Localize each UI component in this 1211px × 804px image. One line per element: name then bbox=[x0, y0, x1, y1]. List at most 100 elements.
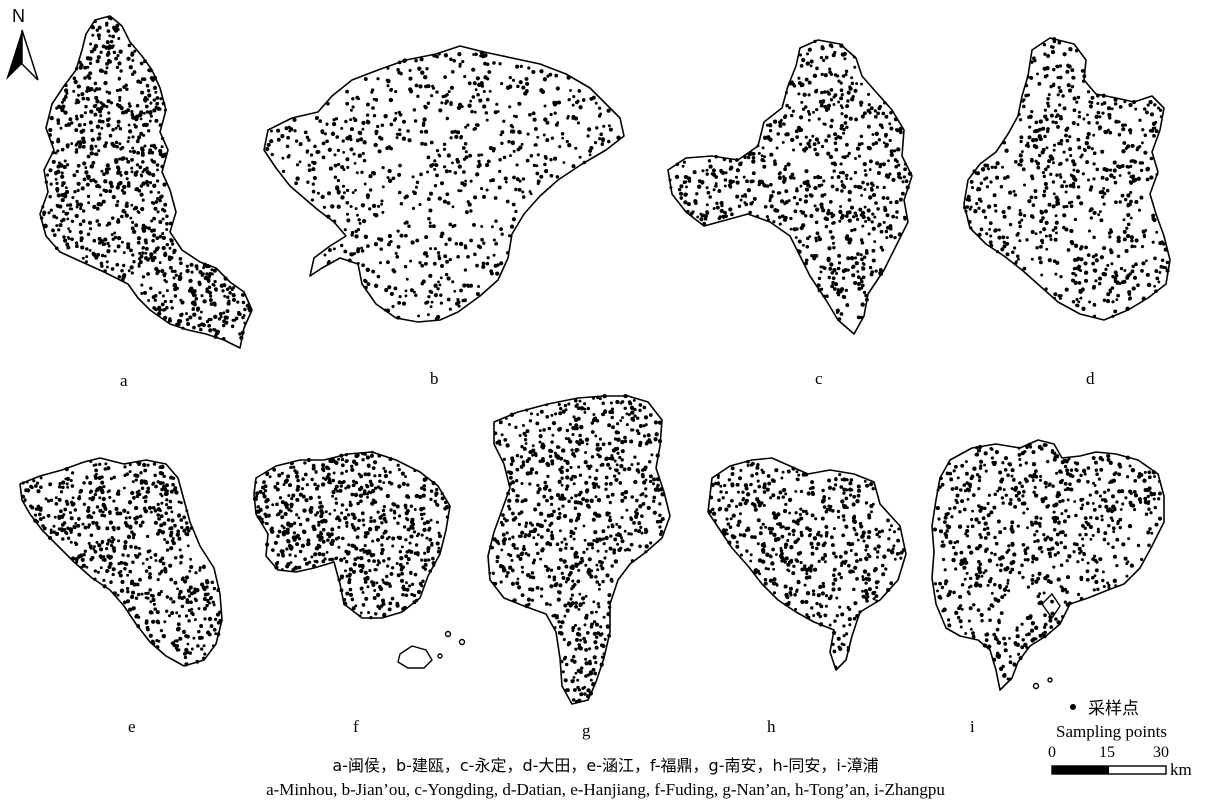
sampling-point-g bbox=[558, 547, 563, 552]
sampling-point-a bbox=[78, 65, 83, 70]
sampling-point-c bbox=[853, 88, 858, 93]
sampling-point-d bbox=[1128, 128, 1133, 133]
sampling-point-c bbox=[815, 88, 819, 92]
sampling-point-g bbox=[657, 439, 663, 444]
sampling-point-b bbox=[566, 114, 570, 118]
sampling-point-f bbox=[289, 547, 293, 551]
sampling-point-f bbox=[303, 472, 308, 477]
sampling-point-b bbox=[517, 187, 522, 192]
sampling-point-c bbox=[718, 215, 722, 219]
sampling-point-g bbox=[554, 412, 558, 416]
sampling-point-g bbox=[603, 556, 607, 560]
sampling-point-b bbox=[600, 142, 605, 146]
sampling-point-b bbox=[318, 119, 323, 123]
sampling-point-c bbox=[705, 172, 709, 176]
sampling-point-b bbox=[481, 264, 486, 269]
sampling-point-g bbox=[540, 587, 544, 591]
sampling-point-e bbox=[169, 546, 174, 551]
sampling-point-g bbox=[630, 463, 634, 467]
sampling-point-d bbox=[1102, 298, 1107, 303]
sampling-point-c bbox=[854, 261, 859, 266]
sampling-point-g bbox=[637, 521, 642, 526]
sampling-point-b bbox=[381, 185, 385, 189]
island-f-4 bbox=[437, 653, 443, 659]
sampling-point-f bbox=[351, 512, 356, 517]
sampling-point-c bbox=[829, 88, 834, 92]
sampling-point-b bbox=[371, 269, 376, 274]
sampling-point-g bbox=[515, 479, 519, 483]
sampling-point-a bbox=[68, 203, 73, 207]
sampling-point-b bbox=[435, 148, 440, 153]
sampling-point-f bbox=[372, 460, 378, 465]
sampling-point-g bbox=[635, 416, 640, 420]
sampling-point-b bbox=[435, 314, 441, 320]
sampling-point-a bbox=[82, 177, 87, 182]
sampling-point-c bbox=[856, 270, 860, 273]
sampling-point-f bbox=[382, 559, 386, 563]
sampling-point-b bbox=[425, 67, 429, 71]
sampling-point-d bbox=[1089, 185, 1094, 189]
sampling-point-c bbox=[896, 163, 901, 167]
sampling-point-d bbox=[1042, 227, 1047, 232]
sampling-point-e bbox=[162, 474, 166, 479]
sampling-point-e bbox=[216, 632, 221, 636]
sampling-point-a bbox=[49, 208, 53, 212]
sampling-point-b bbox=[526, 132, 530, 136]
sampling-point-b bbox=[502, 155, 507, 160]
sampling-point-d bbox=[1138, 161, 1143, 165]
sampling-point-c bbox=[862, 262, 866, 266]
sampling-point-c bbox=[812, 142, 817, 147]
sampling-point-a bbox=[154, 146, 158, 150]
sampling-point-g bbox=[630, 559, 635, 563]
sampling-point-a bbox=[105, 163, 110, 168]
sampling-point-d bbox=[1140, 268, 1144, 273]
sampling-point-e bbox=[193, 587, 197, 591]
sampling-point-a bbox=[115, 23, 120, 28]
sampling-point-g bbox=[594, 622, 600, 627]
sampling-point-c bbox=[863, 169, 867, 173]
sampling-point-f bbox=[379, 487, 383, 491]
sampling-point-g bbox=[511, 511, 515, 516]
sampling-point-d bbox=[1110, 107, 1114, 111]
sampling-point-e bbox=[66, 485, 70, 489]
sampling-point-e bbox=[133, 516, 137, 521]
sampling-point-d bbox=[1058, 103, 1062, 107]
sampling-point-c bbox=[817, 276, 822, 281]
sampling-point-g bbox=[549, 521, 554, 526]
sampling-point-c bbox=[828, 154, 834, 160]
sampling-point-d bbox=[1062, 106, 1067, 111]
sampling-point-a bbox=[219, 315, 223, 319]
sampling-point-g bbox=[599, 662, 604, 667]
sampling-point-f bbox=[297, 537, 302, 541]
sampling-point-f bbox=[406, 527, 411, 532]
sampling-point-b bbox=[515, 163, 519, 167]
sampling-point-g bbox=[577, 627, 581, 631]
sampling-point-g bbox=[607, 600, 611, 605]
sampling-point-g bbox=[617, 471, 621, 475]
sampling-point-b bbox=[466, 200, 470, 204]
sampling-point-e bbox=[70, 500, 74, 504]
sampling-point-e bbox=[159, 492, 163, 496]
sampling-point-b bbox=[447, 237, 452, 242]
sampling-point-c bbox=[810, 253, 814, 258]
sampling-point-e bbox=[174, 490, 179, 495]
sampling-point-d bbox=[1058, 296, 1062, 300]
sampling-point-d bbox=[1076, 95, 1081, 100]
sampling-point-b bbox=[381, 165, 385, 170]
sampling-point-d bbox=[1100, 195, 1105, 199]
sampling-point-a bbox=[74, 128, 79, 133]
sampling-point-b bbox=[409, 259, 413, 263]
sampling-point-b bbox=[335, 186, 340, 191]
sampling-point-g bbox=[564, 662, 569, 667]
sampling-point-b bbox=[474, 123, 479, 127]
sampling-point-e bbox=[217, 587, 221, 591]
sampling-point-e bbox=[46, 513, 51, 518]
sampling-point-a bbox=[95, 28, 100, 32]
sampling-point-a bbox=[93, 43, 98, 48]
sampling-point-b bbox=[469, 238, 473, 243]
sampling-point-c bbox=[857, 142, 862, 147]
sampling-point-f bbox=[339, 588, 344, 593]
sampling-point-b bbox=[514, 187, 518, 192]
sampling-point-d bbox=[977, 232, 982, 237]
sampling-point-f bbox=[378, 479, 382, 484]
